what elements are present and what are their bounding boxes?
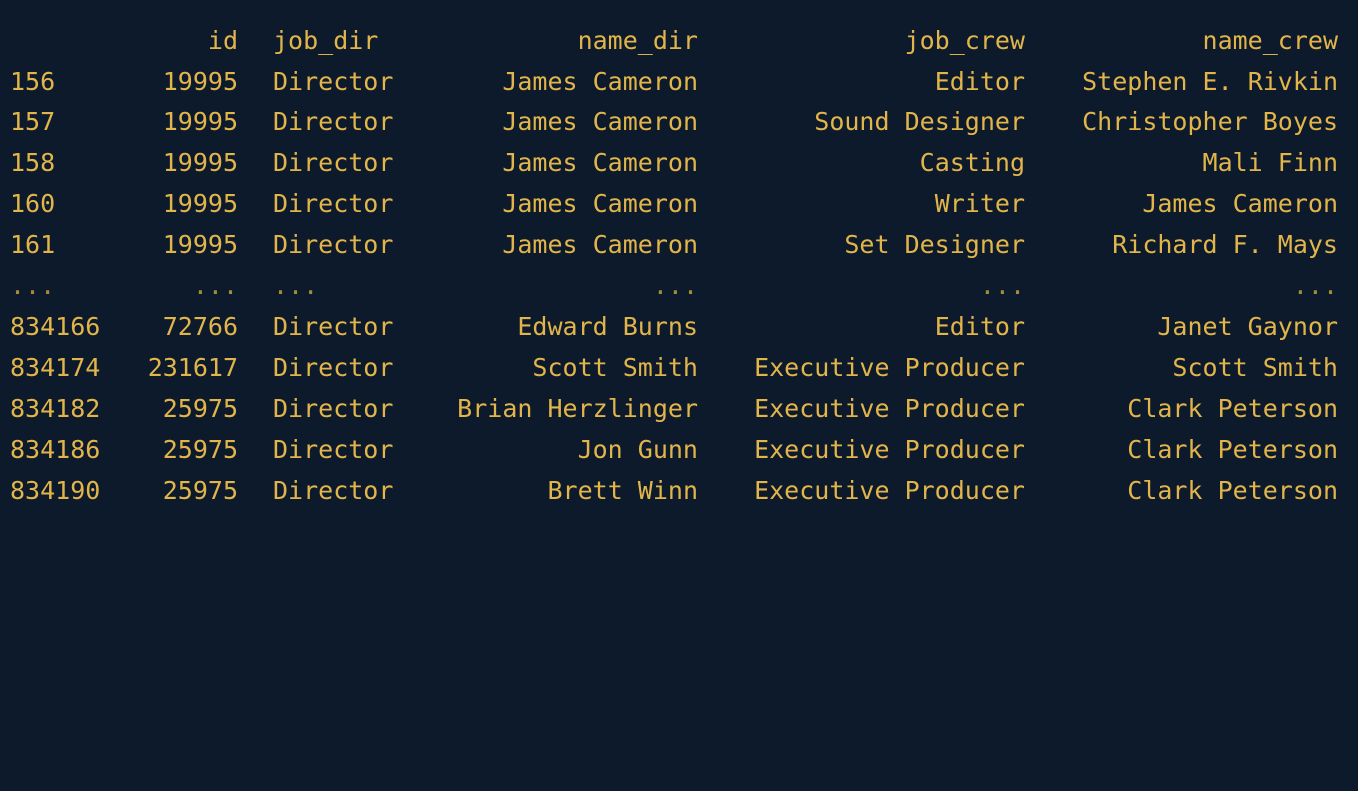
dataframe-output: id job_dir name_dir job_crew name_crew 1… xyxy=(0,21,1358,511)
table-row: 834190 25975 Director Brett Winn Executi… xyxy=(0,471,1358,511)
cell-job-dir: Director xyxy=(273,107,394,136)
cell-name-dir: Scott Smith xyxy=(532,353,698,382)
cell-job-crew: Executive Producer xyxy=(754,476,1025,505)
cell-id: 19995 xyxy=(162,67,238,96)
cell-job-crew: Set Designer xyxy=(844,230,1025,259)
column-header-job-crew: job_crew xyxy=(904,26,1025,55)
cell-id: 25975 xyxy=(162,394,238,423)
cell-job-crew: Writer xyxy=(934,189,1025,218)
row-index: 834182 xyxy=(10,394,101,423)
cell-job-crew: Editor xyxy=(934,312,1025,341)
cell-id: 25975 xyxy=(162,435,238,464)
cell-job-crew: ... xyxy=(979,271,1025,300)
cell-id: 72766 xyxy=(162,312,238,341)
cell-job-dir: Director xyxy=(273,435,394,464)
cell-name-dir: ... xyxy=(652,271,698,300)
row-index: 160 xyxy=(10,189,56,218)
column-header-name-crew: name_crew xyxy=(1202,26,1338,55)
cell-name-crew: Clark Peterson xyxy=(1127,394,1338,423)
cell-name-dir: James Cameron xyxy=(502,230,698,259)
row-index: 834190 xyxy=(10,476,101,505)
cell-job-dir: Director xyxy=(273,189,394,218)
header-row: id job_dir name_dir job_crew name_crew xyxy=(0,21,1358,61)
cell-job-crew: Executive Producer xyxy=(754,394,1025,423)
cell-name-crew: Mali Finn xyxy=(1202,148,1338,177)
cell-name-crew: Clark Peterson xyxy=(1127,435,1338,464)
cell-job-crew: Casting xyxy=(919,148,1025,177)
cell-name-crew: ... xyxy=(1292,271,1338,300)
row-index: 161 xyxy=(10,230,56,259)
cell-id: 19995 xyxy=(162,189,238,218)
column-header-job-dir: job_dir xyxy=(273,26,379,55)
cell-name-dir: Brian Herzlinger xyxy=(457,394,698,423)
table-row: 156 19995 Director James Cameron Editor … xyxy=(0,62,1358,102)
row-index: 834166 xyxy=(10,312,101,341)
row-index: 157 xyxy=(10,107,56,136)
table-row: 158 19995 Director James Cameron Casting… xyxy=(0,143,1358,183)
table-row: 160 19995 Director James Cameron Writer … xyxy=(0,184,1358,224)
cell-name-crew: Scott Smith xyxy=(1172,353,1338,382)
cell-id: 19995 xyxy=(162,148,238,177)
row-index: 158 xyxy=(10,148,56,177)
cell-job-dir: Director xyxy=(273,148,394,177)
cell-name-crew: Christopher Boyes xyxy=(1082,107,1338,136)
cell-name-dir: James Cameron xyxy=(502,107,698,136)
cell-job-crew: Executive Producer xyxy=(754,353,1025,382)
table-row: 834166 72766 Director Edward Burns Edito… xyxy=(0,307,1358,347)
cell-job-dir: Director xyxy=(273,67,394,96)
column-header-name-dir: name_dir xyxy=(577,26,698,55)
cell-name-crew: Clark Peterson xyxy=(1127,476,1338,505)
table-row: 834182 25975 Director Brian Herzlinger E… xyxy=(0,389,1358,429)
cell-name-dir: James Cameron xyxy=(502,189,698,218)
cell-id: ... xyxy=(192,271,238,300)
cell-name-dir: Edward Burns xyxy=(517,312,698,341)
cell-name-dir: James Cameron xyxy=(502,67,698,96)
row-index: ... xyxy=(10,271,56,300)
cell-name-dir: Jon Gunn xyxy=(577,435,698,464)
cell-job-dir: ... xyxy=(273,271,319,300)
cell-name-crew: James Cameron xyxy=(1142,189,1338,218)
column-header-id: id xyxy=(207,26,238,55)
cell-id: 25975 xyxy=(162,476,238,505)
cell-job-dir: Director xyxy=(273,353,394,382)
cell-job-dir: Director xyxy=(273,312,394,341)
table-row: 161 19995 Director James Cameron Set Des… xyxy=(0,225,1358,265)
cell-job-crew: Editor xyxy=(934,67,1025,96)
cell-job-crew: Sound Designer xyxy=(814,107,1025,136)
table-row: 157 19995 Director James Cameron Sound D… xyxy=(0,102,1358,142)
row-index: 834186 xyxy=(10,435,101,464)
cell-name-crew: Janet Gaynor xyxy=(1157,312,1338,341)
cell-job-dir: Director xyxy=(273,230,394,259)
cell-name-dir: Brett Winn xyxy=(547,476,698,505)
table-row: 834174 231617 Director Scott Smith Execu… xyxy=(0,348,1358,388)
cell-id: 231617 xyxy=(147,353,238,382)
row-index: 156 xyxy=(10,67,56,96)
row-index: 834174 xyxy=(10,353,101,382)
cell-name-dir: James Cameron xyxy=(502,148,698,177)
ellipsis-row: ... ... ... ... ... ... xyxy=(0,266,1358,306)
cell-id: 19995 xyxy=(162,230,238,259)
cell-name-crew: Stephen E. Rivkin xyxy=(1082,67,1338,96)
table-row: 834186 25975 Director Jon Gunn Executive… xyxy=(0,430,1358,470)
cell-name-crew: Richard F. Mays xyxy=(1112,230,1338,259)
cell-job-dir: Director xyxy=(273,394,394,423)
cell-job-dir: Director xyxy=(273,476,394,505)
cell-job-crew: Executive Producer xyxy=(754,435,1025,464)
cell-id: 19995 xyxy=(162,107,238,136)
